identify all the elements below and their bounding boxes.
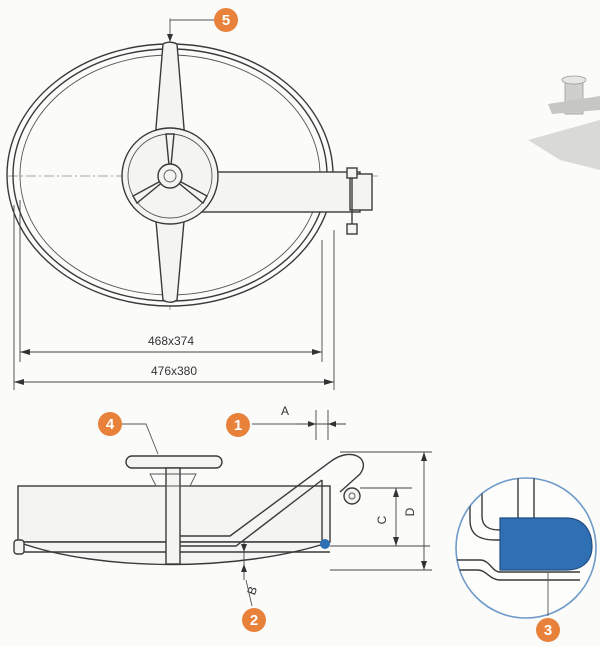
rim-left-edge (13, 539, 25, 555)
callout-2-label: 2 (250, 612, 258, 629)
hinge-arm-inner (180, 479, 323, 547)
callout-5-label: 5 (222, 12, 230, 29)
handwheel-side (125, 455, 223, 469)
handwheel-spoke-1 (165, 133, 175, 177)
photo-fragment (528, 75, 600, 170)
callout-4-label: 4 (106, 416, 115, 433)
callout-5: 5 (214, 8, 238, 32)
leader-5-arrow (167, 34, 173, 42)
hinge-arm-outer (180, 453, 365, 537)
side-view: A C D B (13, 404, 432, 607)
dim-letter-a: A (281, 404, 289, 418)
gasket-point (320, 539, 330, 549)
photo-arm (548, 96, 600, 114)
callout-3-badge (536, 618, 560, 642)
dim-letter-c: C (375, 515, 389, 524)
callout-1-badge (226, 413, 250, 437)
detail-rim-lower (456, 569, 580, 581)
hinge-bolt-nut (346, 223, 358, 235)
hinge-bolt-head (346, 167, 358, 179)
dim-label-inner: 468x374 (148, 334, 194, 348)
detail-lid-wall-inner (481, 478, 501, 531)
detail-gasket (499, 517, 593, 571)
callout-3-label: 3 (544, 622, 552, 639)
callout-1-label: 1 (234, 417, 242, 434)
callout-3: 3 (536, 618, 560, 642)
spindle (165, 467, 181, 565)
photo-post-top (561, 75, 587, 85)
dim-arrows-a (308, 421, 336, 427)
leader-5 (169, 19, 214, 42)
detail-lid-wall (469, 478, 560, 541)
hinge-block (349, 173, 373, 211)
callout-4-badge (98, 412, 122, 436)
dim-label-outer: 476x380 (151, 364, 197, 378)
spindle-collar (149, 473, 197, 487)
hinge-pin (343, 487, 361, 505)
callout-4: 4 (98, 412, 122, 436)
dim-arrows-b (241, 544, 247, 572)
handwheel-hub-bore (163, 169, 177, 183)
handwheel-hub (157, 163, 183, 189)
detail-rim (456, 559, 580, 573)
callout-2-badge (242, 608, 266, 632)
top-view: 468x374 476x380 (6, 18, 380, 390)
leader-2 (245, 579, 253, 607)
dim-letter-b: B (244, 584, 260, 596)
detail-view (455, 477, 597, 619)
photo-plate (528, 120, 600, 170)
callout-5-badge (214, 8, 238, 32)
callout-2: 2 (242, 608, 266, 632)
hinge-pin-bore (348, 492, 356, 500)
callout-1: 1 (226, 413, 250, 437)
leader-4 (122, 423, 159, 455)
dim-letter-d: D (403, 507, 417, 516)
